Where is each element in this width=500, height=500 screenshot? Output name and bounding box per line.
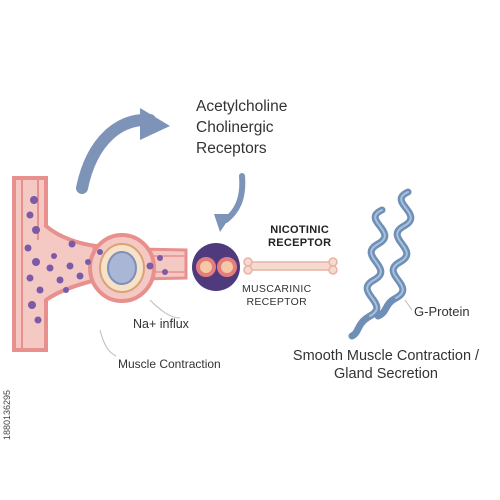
nicotinic-label: NICOTINIC RECEPTOR xyxy=(268,224,331,250)
na-influx-label: Na+ influx xyxy=(133,317,189,331)
smooth-muscle-label: Smooth Muscle Contraction / Gland Secret… xyxy=(276,347,496,383)
pointer-lines xyxy=(99,299,413,357)
g-protein-helices-highlight xyxy=(366,191,412,317)
smooth-muscle-line-2: Gland Secretion xyxy=(334,366,438,382)
title-line-3: Receptors xyxy=(196,140,267,157)
receptor-sphere xyxy=(192,243,240,291)
nicotinic-line-1: NICOTINIC xyxy=(270,224,330,236)
g-protein-helices xyxy=(348,188,415,340)
muscarinic-line-1: MUSCARINIC xyxy=(242,283,312,295)
nicotinic-rod xyxy=(243,257,338,275)
curved-arrow-down xyxy=(214,173,246,232)
title-line-1: Acetylcholine xyxy=(196,98,288,115)
stock-id: 1880136295 xyxy=(2,389,12,440)
g-protein-label: G-Protein xyxy=(414,304,470,319)
muscle-contraction-label: Muscle Contraction xyxy=(118,357,221,371)
receptor-title: Acetylcholine Cholinergic Receptors xyxy=(196,96,287,159)
title-line-2: Cholinergic xyxy=(196,119,274,136)
muscarinic-label: MUSCARINIC RECEPTOR xyxy=(242,283,312,309)
vesicles xyxy=(24,196,168,324)
curved-arrow-top xyxy=(76,108,170,194)
muscarinic-line-2: RECEPTOR xyxy=(246,296,308,308)
smooth-muscle-line-1: Smooth Muscle Contraction / xyxy=(292,348,480,364)
nicotinic-line-2: RECEPTOR xyxy=(268,237,332,249)
